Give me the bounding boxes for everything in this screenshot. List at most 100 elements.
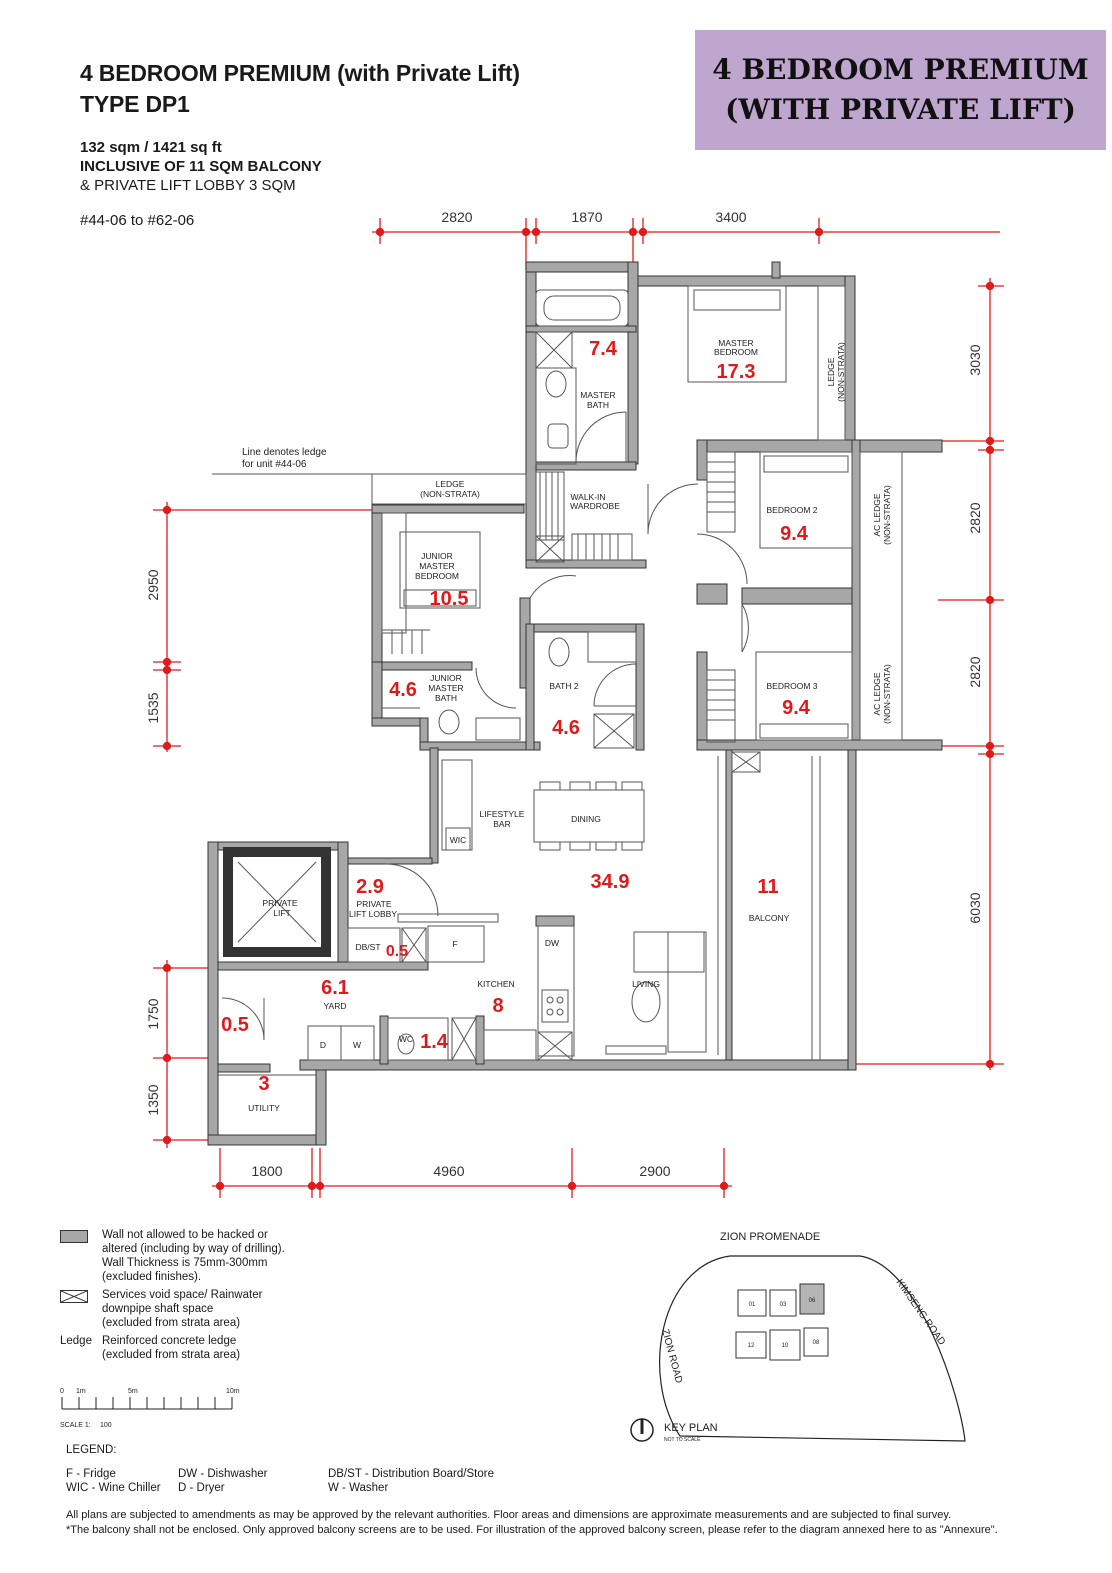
title-line2: TYPE DP1	[80, 91, 190, 117]
wall-segment	[337, 841, 349, 971]
legend-void: Services void space/ Rainwater downpipe …	[60, 1288, 285, 1330]
legend-item: D - Dryer	[178, 1481, 225, 1494]
badge-line1: 4 BEDROOM PREMIUM	[712, 53, 1089, 86]
room-labels: MASTER BEDROOM MASTER BATH LEDGE (NON-ST…	[248, 338, 892, 1113]
area-living-dining: 34.9	[591, 871, 630, 893]
wall-segment	[525, 325, 637, 333]
label-junior-bedroom-3: BEDROOM	[415, 571, 459, 581]
wall-segment	[371, 717, 425, 727]
wall-segment	[741, 587, 858, 605]
label-balcony: BALCONY	[749, 913, 790, 923]
ledge-note: Line denotes ledge for unit #44-06	[212, 447, 528, 475]
scale-value: 100	[100, 1422, 112, 1429]
wall-segment	[525, 261, 637, 273]
area-wc: 1.4	[420, 1031, 449, 1053]
label-washer: W	[353, 1040, 361, 1050]
label-bedroom3: BEDROOM 3	[766, 681, 817, 691]
wall-segment	[223, 847, 331, 957]
label-wardrobe-1: WALK-IN	[570, 492, 605, 502]
wall-segment	[207, 1134, 325, 1146]
label-lobby-1: PRIVATE	[356, 899, 391, 909]
legend-col-3: DB/ST - Distribution Board/Store W - Was…	[328, 1468, 494, 1495]
legend-ledge-line: Reinforced concrete ledge	[102, 1335, 237, 1347]
dimension-lines	[153, 218, 1004, 1198]
footer-line1: All plans are subjected to amendments as…	[66, 1509, 952, 1521]
area-kitchen: 8	[492, 995, 503, 1017]
area-labels: 7.4 17.3 10.5 4.6 4.6 9.4 9.4 34.9 11 2.…	[221, 338, 811, 1095]
wall-segment	[696, 651, 708, 749]
area-junior-bedroom: 10.5	[430, 588, 469, 610]
key-plan: ZION PROMENADE KIMSENG ROAD ZION ROAD 01…	[630, 1231, 966, 1443]
scale-tick-5: 5m	[128, 1388, 138, 1395]
area-text: 132 sqm / 1421 sq ft	[80, 139, 222, 156]
legend-ledge-line: (excluded from strata area)	[102, 1349, 241, 1361]
area-lobby: 2.9	[356, 876, 384, 898]
label-dining: DINING	[571, 814, 601, 824]
label-junior-bath-2: MASTER	[428, 683, 463, 693]
label-junior-bath-3: BATH	[435, 693, 457, 703]
wall-segment	[419, 741, 541, 751]
legend-wall-line: Wall not allowed to be hacked or	[102, 1229, 268, 1241]
void-space	[593, 713, 635, 749]
area-corridor: 0.5	[221, 1014, 249, 1036]
label-bath2: BATH 2	[549, 681, 578, 691]
wall-segment	[525, 623, 645, 633]
label-bedroom2: BEDROOM 2	[766, 505, 817, 515]
wall-segment	[371, 661, 473, 671]
label-lifestyle-1: LIFESTYLE	[480, 809, 525, 819]
area-bedroom2: 9.4	[780, 523, 809, 545]
area-dbst: 0.5	[386, 943, 408, 960]
label-ledge-junior-1: LEDGE	[436, 479, 465, 489]
scale-caption: SCALE 1:	[60, 1422, 91, 1429]
legend-wall-line: (excluded finishes).	[102, 1271, 202, 1283]
legend-title: LEGEND:	[66, 1444, 117, 1456]
dim-left-1: 2950	[145, 569, 161, 600]
unit-08: 08	[813, 1340, 820, 1346]
void-space	[731, 751, 761, 773]
void-space	[537, 1031, 573, 1061]
area-bath2: 4.6	[552, 717, 580, 739]
ledge-note-line1: Line denotes ledge	[242, 447, 327, 458]
label-lifestyle-2: BAR	[493, 819, 510, 829]
area-junior-bath: 4.6	[389, 679, 417, 701]
area-yard: 6.1	[321, 977, 349, 999]
wall-segment	[217, 961, 429, 971]
label-master-bedroom-2: BEDROOM	[714, 347, 758, 357]
area-master-bath: 7.4	[589, 338, 618, 360]
dim-left-4: 1350	[145, 1084, 161, 1115]
wall-segment	[217, 1063, 271, 1073]
wall-segment	[725, 749, 733, 1061]
footer-notes: All plans are subjected to amendments as…	[66, 1508, 1066, 1538]
label-dw: DW	[545, 938, 559, 948]
inclusive-text: INCLUSIVE OF 11 SQM BALCONY	[80, 158, 322, 175]
scale-tick-10: 10m	[226, 1388, 240, 1395]
area-balcony: 11	[757, 876, 778, 898]
dim-tick	[375, 218, 824, 270]
wall-segment	[475, 1015, 485, 1065]
wall-segment	[851, 439, 861, 751]
block-buildings	[735, 1283, 829, 1361]
floor-plan: 2820 1870 3400 3030 2820 2820 6030 2950 …	[145, 209, 1004, 1198]
wall-segment	[696, 583, 728, 605]
dim-left-3: 1750	[145, 998, 161, 1029]
wall-segment	[847, 749, 857, 1071]
dim-top-2: 1870	[571, 209, 602, 225]
label-ledge-junior-2: (NON-STRATA)	[420, 489, 480, 499]
area-utility: 3	[258, 1073, 269, 1095]
wall-segment	[627, 261, 639, 465]
dim-top-3: 3400	[715, 209, 746, 225]
unit-10: 10	[782, 1343, 789, 1349]
site-outline	[659, 1255, 966, 1442]
shelf-lines	[539, 472, 559, 540]
scale-bar: 0 1m 5m 10m SCALE 1: 100	[60, 1388, 240, 1429]
dim-bottom-2: 4960	[433, 1163, 464, 1179]
legend-ledge-key: Ledge	[60, 1335, 92, 1347]
wall-segment	[371, 504, 383, 668]
area-master-bedroom: 17.3	[717, 361, 756, 383]
dim-right-1: 3030	[967, 344, 983, 375]
fixtures	[218, 285, 903, 1076]
label-lift-2: LIFT	[273, 908, 290, 918]
legend-ledge: Ledge Reinforced concrete ledge (exclude…	[60, 1334, 285, 1362]
label-ac-ledge-3: AC LEDGE	[872, 672, 882, 715]
void-swatch-icon	[60, 1290, 88, 1303]
